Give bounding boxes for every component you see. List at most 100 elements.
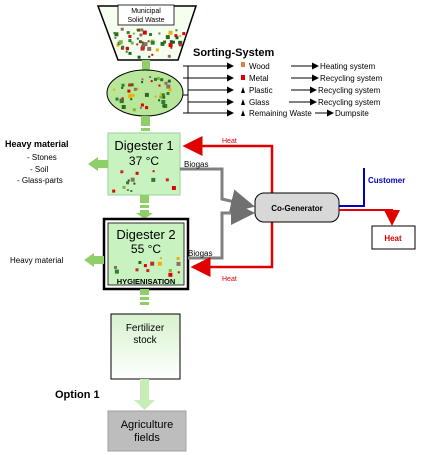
particle <box>170 46 173 49</box>
particle <box>127 89 131 93</box>
heat-label-1: Heat <box>222 138 237 145</box>
heavy-material-arrow-1 <box>88 157 108 171</box>
particle <box>164 81 168 85</box>
biogas-label-1: Biogas <box>184 160 208 169</box>
particle <box>149 33 152 36</box>
particle <box>154 77 157 81</box>
particle <box>178 40 183 45</box>
particle <box>167 79 171 83</box>
sorted-particles <box>113 76 172 112</box>
particle <box>112 189 116 193</box>
wood-icon <box>241 62 245 67</box>
particle <box>160 78 164 82</box>
biogas-lines <box>180 167 255 260</box>
particle <box>131 93 135 97</box>
sorting-material-glass: Glass <box>249 98 269 107</box>
particle <box>119 99 124 104</box>
digester1-temperature: 37 °C <box>129 154 159 168</box>
sorting-branches <box>183 62 234 117</box>
sorting-material-metal: Metal <box>249 74 269 83</box>
particle <box>130 98 133 101</box>
particle <box>137 55 141 59</box>
heavy-material-title: Heavy material <box>5 139 69 149</box>
particle <box>113 88 116 91</box>
output-lines <box>339 179 400 226</box>
particle <box>120 27 124 31</box>
particle <box>148 55 151 58</box>
particle <box>168 30 173 35</box>
particle <box>142 30 147 35</box>
particle <box>121 97 124 100</box>
particle <box>114 266 117 269</box>
particle <box>182 32 186 36</box>
heat-box-label: Heat <box>384 234 402 243</box>
particle <box>149 76 152 78</box>
particle <box>143 42 148 47</box>
particle <box>114 36 117 39</box>
particle <box>125 50 128 53</box>
particle <box>150 80 153 83</box>
hopper-label-box <box>117 4 175 26</box>
particle <box>171 40 175 44</box>
sorting-row-metal: Metal Recycling system <box>241 74 383 83</box>
particle <box>152 170 155 173</box>
particle <box>144 92 149 97</box>
particle <box>130 177 135 182</box>
fertilizer-line1: Fertilizer <box>126 323 165 334</box>
particle <box>179 35 182 37</box>
particle <box>130 83 134 87</box>
hygienisation-label: HYGIENISATION <box>117 277 176 286</box>
particle <box>161 100 166 104</box>
fields-arrow <box>134 379 155 410</box>
agriculture-fields: Agriculture fields <box>107 410 187 452</box>
particle <box>142 42 145 45</box>
particle <box>158 99 161 102</box>
heavy-material-side-label: Heavy material <box>10 256 64 265</box>
heavy-material-item-glass: - Glass-parts <box>17 176 63 185</box>
particle <box>158 84 161 87</box>
sorting-material-wood: Wood <box>249 62 270 71</box>
particle <box>138 261 142 264</box>
particle <box>175 36 179 40</box>
particle <box>132 32 135 35</box>
particle <box>127 179 130 182</box>
particle <box>125 46 129 50</box>
particle <box>128 51 132 55</box>
particle <box>154 95 157 98</box>
cogenerator-label: Co-Generator <box>271 204 323 213</box>
sorting-ellipse <box>106 69 184 117</box>
sorting-row-wood: Wood Heating system <box>241 62 375 71</box>
particle <box>178 43 182 47</box>
fields-line2: fields <box>134 432 160 444</box>
option-label: Option 1 <box>55 389 100 401</box>
co-generator: Co-Generator <box>254 192 340 223</box>
particle <box>130 190 133 192</box>
particle <box>133 182 136 185</box>
particle <box>141 81 144 84</box>
particle <box>121 45 125 49</box>
particle <box>163 40 167 44</box>
particle <box>128 34 132 38</box>
sorting-destination-metal: Recycling system <box>320 74 383 83</box>
particle <box>136 37 139 40</box>
particle <box>171 186 176 190</box>
particle <box>166 92 170 95</box>
particle <box>147 46 152 51</box>
particle <box>169 40 173 44</box>
particle <box>162 95 166 99</box>
particle <box>150 261 155 266</box>
waste-hopper: Municipal Solid Waste <box>96 4 198 61</box>
particle <box>133 87 137 91</box>
digester-1: Digester 1 37 °C <box>107 132 181 196</box>
particle <box>166 84 171 89</box>
particle <box>168 269 172 272</box>
hopper-outflow <box>142 60 150 70</box>
particle <box>122 185 126 189</box>
particle <box>126 31 130 35</box>
particle <box>159 257 162 260</box>
particle <box>146 269 150 273</box>
sorting-material-plastic: Plastic <box>249 86 273 95</box>
particle <box>147 40 150 43</box>
particle <box>136 43 139 46</box>
